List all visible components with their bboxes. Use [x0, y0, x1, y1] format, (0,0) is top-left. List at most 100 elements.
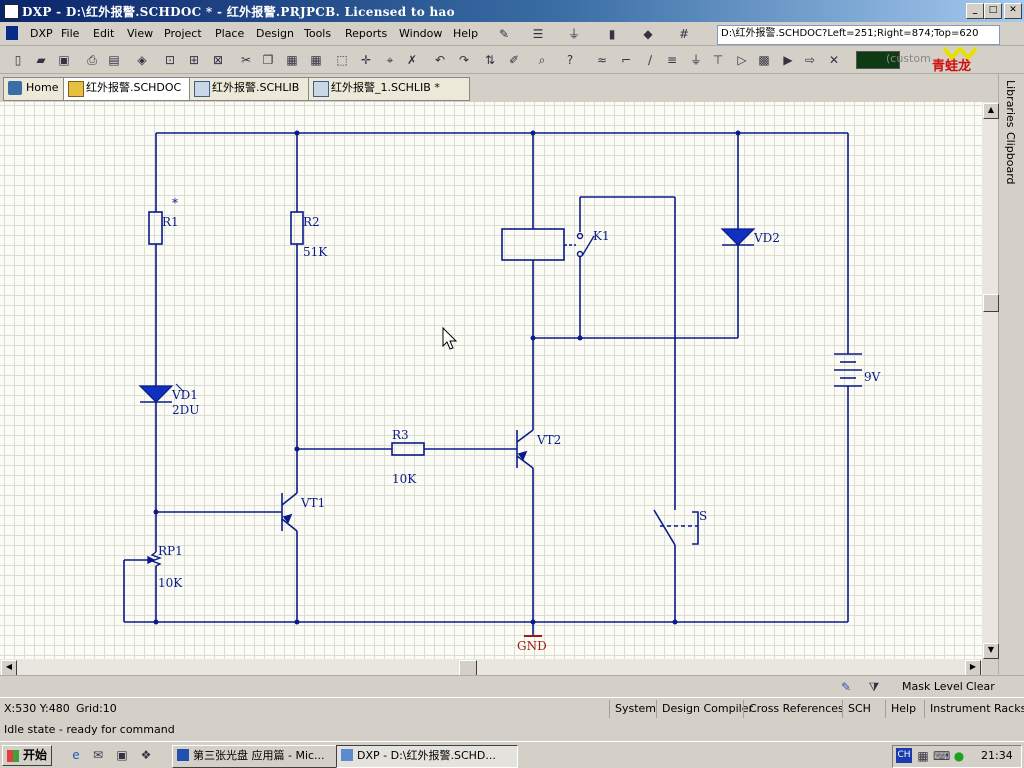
- select-area-icon[interactable]: ⬚: [336, 53, 348, 67]
- clear-mask-button[interactable]: Clear: [966, 680, 995, 693]
- menu-window[interactable]: Window: [399, 27, 443, 40]
- sheet-entry-icon[interactable]: ▶: [783, 53, 793, 67]
- clear-filter-icon[interactable]: ✗: [406, 53, 418, 67]
- menu-project[interactable]: Project: [164, 27, 202, 40]
- highlighter-icon[interactable]: ✎: [840, 680, 852, 694]
- help-icon[interactable]: ?: [566, 53, 574, 67]
- switch-s[interactable]: [653, 509, 699, 546]
- print-icon[interactable]: ⎙: [87, 53, 97, 67]
- scroll-left-icon[interactable]: ◀: [1, 660, 17, 676]
- bus-entry-icon[interactable]: ∕: [647, 53, 653, 67]
- save-icon[interactable]: ▣: [58, 53, 70, 67]
- schematic-canvas[interactable]: * R1 R2 51K K1 VD2 VD1 2DU 9V R3 10K VT2…: [0, 102, 982, 659]
- net-label-icon[interactable]: ≡: [666, 53, 678, 67]
- menu-file[interactable]: File: [61, 27, 80, 40]
- outlook-icon[interactable]: ✉: [92, 748, 104, 762]
- panel-system-button[interactable]: System: [609, 700, 656, 718]
- minimize-button[interactable]: _: [966, 3, 984, 19]
- menu-edit[interactable]: Edit: [93, 27, 115, 40]
- scroll-down-icon[interactable]: ▼: [983, 643, 999, 659]
- place-bus-icon[interactable]: ⌐: [620, 53, 632, 67]
- probe-icon[interactable]: ✐: [508, 53, 520, 67]
- deselect-icon[interactable]: ⌖: [386, 53, 394, 67]
- move-icon[interactable]: ✛: [360, 53, 372, 67]
- transistor-vt1[interactable]: [281, 492, 298, 532]
- vertical-scrollbar[interactable]: ▲ ▼: [982, 102, 999, 659]
- place-wire-icon[interactable]: ≈: [596, 53, 608, 67]
- transistor-vt2[interactable]: [516, 429, 534, 469]
- menu-tools[interactable]: Tools: [304, 27, 332, 40]
- scroll-right-icon[interactable]: ▶: [965, 660, 981, 676]
- tab-schdoc[interactable]: 红外报警.SCHDOC: [63, 77, 214, 101]
- panel-help-button[interactable]: Help: [885, 700, 916, 718]
- quicklaunch-icon[interactable]: ❖: [140, 748, 152, 762]
- potentiometer-rp1[interactable]: [147, 551, 162, 567]
- browse-icon[interactable]: ⌕: [538, 53, 546, 67]
- relay-k1-contact[interactable]: [564, 232, 595, 258]
- scroll-up-icon[interactable]: ▲: [983, 103, 999, 119]
- new-file-icon[interactable]: ▯: [14, 53, 22, 67]
- open-folder-icon[interactable]: ▰: [36, 53, 46, 67]
- place-part-icon[interactable]: ▷: [737, 53, 747, 67]
- horizontal-scroll-thumb[interactable]: [459, 660, 477, 676]
- paste-array-icon[interactable]: ▦: [310, 53, 322, 67]
- menu-reports[interactable]: Reports: [345, 27, 388, 40]
- vcc-port-icon[interactable]: ⊤: [712, 53, 724, 67]
- panel-design-compiler-button[interactable]: Design Compiler: [656, 700, 753, 718]
- libraries-panel-tab[interactable]: Libraries: [1004, 80, 1017, 128]
- ground-tool-icon[interactable]: ⏚: [567, 27, 580, 41]
- ime-icon[interactable]: ▦: [917, 749, 929, 763]
- menu-view[interactable]: View: [127, 27, 154, 40]
- diode-vd2[interactable]: [720, 228, 756, 246]
- document-path-field[interactable]: D:\红外报警.SCHDOC?Left=251;Right=874;Top=62…: [717, 25, 1000, 45]
- redo-icon[interactable]: ↷: [458, 53, 470, 67]
- panel-cross-references-button[interactable]: Cross References: [743, 700, 844, 718]
- color-swatch[interactable]: [856, 51, 900, 69]
- port-icon[interactable]: ⇨: [804, 53, 816, 67]
- undo-icon[interactable]: ↶: [434, 53, 446, 67]
- resistor-r1[interactable]: [148, 211, 163, 245]
- grid-tool-icon[interactable]: #: [678, 27, 690, 41]
- input-language-indicator[interactable]: CH: [896, 748, 912, 763]
- menu-design[interactable]: Design: [256, 27, 294, 40]
- shape-tool-icon[interactable]: ◆: [643, 27, 653, 41]
- maximize-button[interactable]: □: [984, 3, 1002, 19]
- panel-sch-button[interactable]: SCH: [842, 700, 871, 718]
- keyboard-icon[interactable]: ⌨: [933, 749, 951, 763]
- gnd-port-icon[interactable]: ⏚: [689, 53, 702, 67]
- network-icon[interactable]: ●: [953, 749, 965, 763]
- copy-icon[interactable]: ❐: [262, 53, 274, 67]
- cut-icon[interactable]: ✂: [240, 53, 252, 67]
- menu-help[interactable]: Help: [453, 27, 479, 40]
- part-tool-icon[interactable]: ▮: [608, 27, 616, 41]
- resistor-r3[interactable]: [391, 442, 425, 456]
- ie-icon[interactable]: e: [72, 748, 80, 762]
- bus-tool-icon[interactable]: ☰: [532, 27, 544, 41]
- filter-icon[interactable]: ⧩: [868, 680, 880, 694]
- close-button[interactable]: ✕: [1004, 3, 1022, 19]
- print-preview-icon[interactable]: ▤: [108, 53, 120, 67]
- menu-place[interactable]: Place: [215, 27, 245, 40]
- task-dxp[interactable]: DXP - D:\红外报警.SCHD...: [336, 745, 518, 768]
- task-word-document[interactable]: 第三张光盘 应用篇 - Mic...: [172, 745, 354, 768]
- horizontal-scrollbar[interactable]: ◀ ▶: [0, 659, 982, 676]
- hierarchy-icon[interactable]: ⇅: [484, 53, 496, 67]
- zoom-area-icon[interactable]: ⊞: [188, 53, 200, 67]
- no-erc-icon[interactable]: ✕: [828, 53, 840, 67]
- clipboard-panel-tab[interactable]: Clipboard: [1004, 132, 1017, 185]
- layers-icon[interactable]: ◈: [137, 53, 147, 67]
- desktop-icon[interactable]: ▣: [116, 748, 128, 762]
- wire-tool-icon[interactable]: ✎: [498, 27, 510, 41]
- menu-dxp[interactable]: DXP: [30, 27, 53, 40]
- zoom-selected-icon[interactable]: ⊠: [212, 53, 224, 67]
- zoom-fit-icon[interactable]: ⊡: [164, 53, 176, 67]
- vertical-scroll-thumb[interactable]: [983, 294, 999, 312]
- mask-level-button[interactable]: Mask Level: [902, 680, 963, 693]
- start-button[interactable]: 开始: [2, 745, 52, 766]
- diode-vd1[interactable]: [138, 383, 185, 403]
- paste-icon[interactable]: ▦: [286, 53, 298, 67]
- tab-schlib-1[interactable]: 红外报警_1.SCHLIB *: [308, 77, 470, 101]
- panel-instrument-racks-button[interactable]: Instrument Racks: [924, 700, 1024, 718]
- battery-9v[interactable]: [834, 353, 862, 387]
- relay-k1-coil[interactable]: [501, 228, 565, 261]
